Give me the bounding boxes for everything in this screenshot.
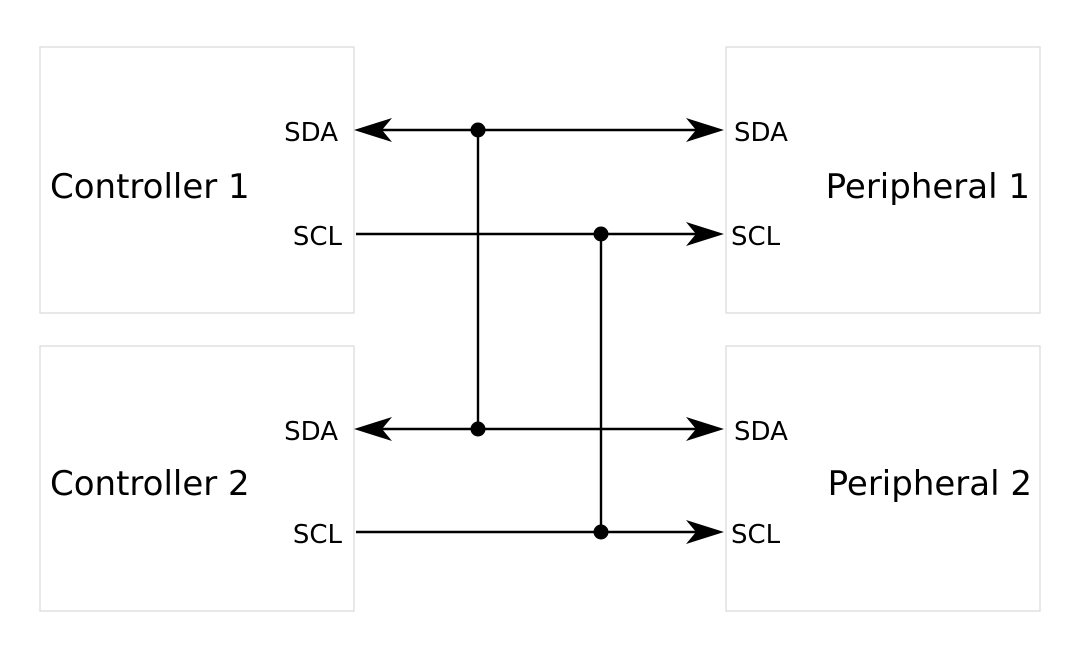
controller-2-box xyxy=(39,345,355,612)
peripheral-2-block: Peripheral 2 SDA SCL xyxy=(725,345,1041,612)
peripheral-2-title: Peripheral 2 xyxy=(828,464,1032,504)
peripheral-1-sda-label: SDA xyxy=(734,118,788,148)
peripheral-1-block: Peripheral 1 SDA SCL xyxy=(725,46,1041,314)
controller-1-title: Controller 1 xyxy=(50,167,250,207)
scl-line-1 xyxy=(356,222,724,246)
peripheral-2-sda-label: SDA xyxy=(734,417,788,447)
arrow-left-icon xyxy=(354,417,392,441)
peripheral-1-title: Peripheral 1 xyxy=(826,167,1030,207)
sda-line-1 xyxy=(354,118,724,142)
scl-junction-dot-bottom xyxy=(593,524,609,540)
peripheral-2-scl-label: SCL xyxy=(731,520,781,550)
sda-junction-dot-bottom xyxy=(470,421,486,437)
controller-1-scl-label: SCL xyxy=(293,222,343,252)
sda-junction-dot-top xyxy=(470,122,486,138)
controller-1-sda-label: SDA xyxy=(284,118,338,148)
controller-2-scl-label: SCL xyxy=(293,520,343,550)
scl-junction-dot-top xyxy=(593,226,609,242)
peripheral-1-scl-label: SCL xyxy=(731,222,781,252)
arrow-right-icon xyxy=(686,417,724,441)
arrow-left-icon xyxy=(354,118,392,142)
arrow-right-icon xyxy=(686,222,724,246)
peripheral-2-box xyxy=(725,345,1041,612)
controller-2-block: Controller 2 SDA SCL xyxy=(39,345,355,612)
controller-2-sda-label: SDA xyxy=(284,417,338,447)
scl-line-2 xyxy=(356,520,724,544)
controller-2-title: Controller 2 xyxy=(50,464,250,504)
controller-1-box xyxy=(39,46,355,314)
sda-line-2 xyxy=(354,417,724,441)
controller-1-block: Controller 1 SDA SCL xyxy=(39,46,355,314)
arrow-right-icon xyxy=(686,520,724,544)
peripheral-1-box xyxy=(725,46,1041,314)
arrow-right-icon xyxy=(686,118,724,142)
